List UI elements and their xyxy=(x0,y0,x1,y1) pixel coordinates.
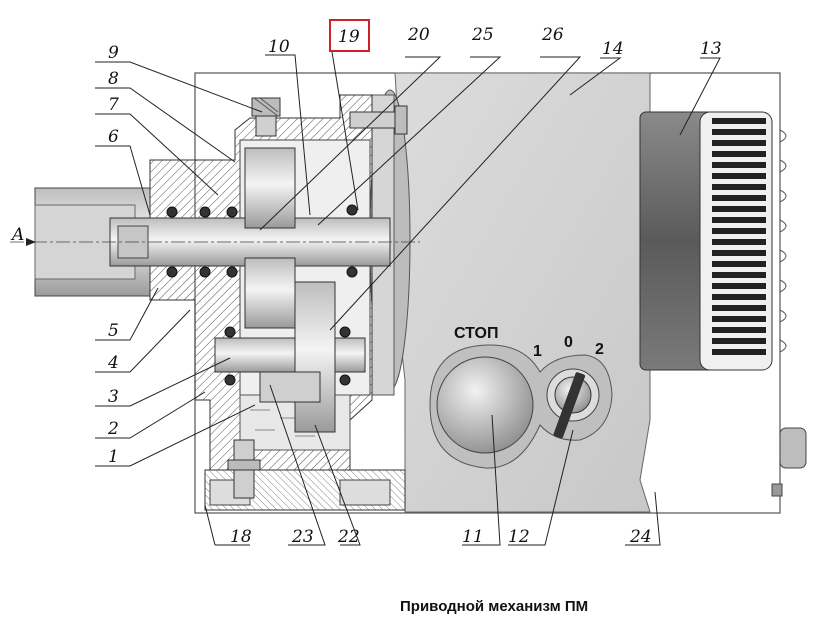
switch-pos-1: 1 xyxy=(533,343,542,360)
bearing-ball xyxy=(199,266,211,278)
fin-slot xyxy=(712,305,766,311)
callout-7: 7 xyxy=(108,95,119,115)
fin-slot xyxy=(712,239,766,245)
callout-10: 10 xyxy=(268,37,290,57)
callout-24: 24 xyxy=(629,527,652,547)
bearing-ball xyxy=(339,374,351,386)
callout-20: 20 xyxy=(407,25,430,45)
bearing-ball xyxy=(346,204,358,216)
callout-2: 2 xyxy=(107,419,119,439)
fin-slot xyxy=(712,173,766,179)
stop-label: СТОП xyxy=(454,325,498,342)
flange-bolt xyxy=(349,105,408,135)
oil-plug xyxy=(251,97,281,137)
center-axis xyxy=(10,238,420,246)
fin-slot xyxy=(712,129,766,135)
bearing-ball xyxy=(339,326,351,338)
fin-slot xyxy=(712,217,766,223)
bearings xyxy=(166,204,358,386)
callout-11: 11 xyxy=(462,527,484,547)
callout-13: 13 xyxy=(700,39,722,59)
fin-slot xyxy=(712,272,766,278)
callout-26: 26 xyxy=(541,25,564,45)
lower-gear xyxy=(259,281,336,433)
bearing-ball xyxy=(199,206,211,218)
fin-slot xyxy=(712,195,766,201)
mode-switch[interactable] xyxy=(546,368,600,439)
bearing-ball xyxy=(166,266,178,278)
axis-label: A xyxy=(10,225,24,245)
leader-lines xyxy=(95,51,721,546)
callout-23: 23 xyxy=(291,527,314,547)
fin-slot xyxy=(712,349,766,355)
callout-25: 25 xyxy=(471,25,494,45)
switch-pos-2: 2 xyxy=(595,341,604,358)
motor-ribs xyxy=(771,129,807,497)
fin-slot xyxy=(712,261,766,267)
fin-slot xyxy=(712,151,766,157)
callout-3: 3 xyxy=(108,387,119,407)
fin-slot xyxy=(712,206,766,212)
callout-12: 12 xyxy=(508,527,530,547)
callout-9: 9 xyxy=(108,43,119,63)
callout-5: 5 xyxy=(108,321,119,341)
fin-slot xyxy=(712,316,766,322)
bearing-ball xyxy=(346,266,358,278)
figure-caption: Приводной механизм ПМ xyxy=(400,598,589,615)
cooling-fins xyxy=(712,118,766,355)
bearing-ball xyxy=(166,206,178,218)
callout-18: 18 xyxy=(230,527,252,547)
fin-slot xyxy=(712,162,766,168)
switch-pos-0: 0 xyxy=(564,334,573,351)
fin-slot xyxy=(712,250,766,256)
lower-shaft xyxy=(214,337,366,373)
fin-slot xyxy=(712,118,766,124)
callout-8: 8 xyxy=(108,69,119,89)
callout-22: 22 xyxy=(337,527,360,547)
bearing-ball xyxy=(224,374,236,386)
bearing-ball xyxy=(226,266,238,278)
stop-button[interactable] xyxy=(436,356,534,454)
callout-14: 14 xyxy=(602,39,624,59)
fin-slot xyxy=(712,338,766,344)
bearing-ball xyxy=(224,326,236,338)
fin-slot xyxy=(712,294,766,300)
callout-4: 4 xyxy=(107,353,119,373)
drain-bolt xyxy=(227,439,261,499)
bearing-ball xyxy=(226,206,238,218)
callout-6: 6 xyxy=(108,127,119,147)
fin-slot xyxy=(712,140,766,146)
callout-19: 19 xyxy=(338,27,360,47)
callout-highlight-box xyxy=(329,19,370,52)
fin-slot xyxy=(712,283,766,289)
fin-slot xyxy=(712,184,766,190)
fin-slot xyxy=(712,228,766,234)
callout-1: 1 xyxy=(108,447,119,467)
fin-slot xyxy=(712,327,766,333)
